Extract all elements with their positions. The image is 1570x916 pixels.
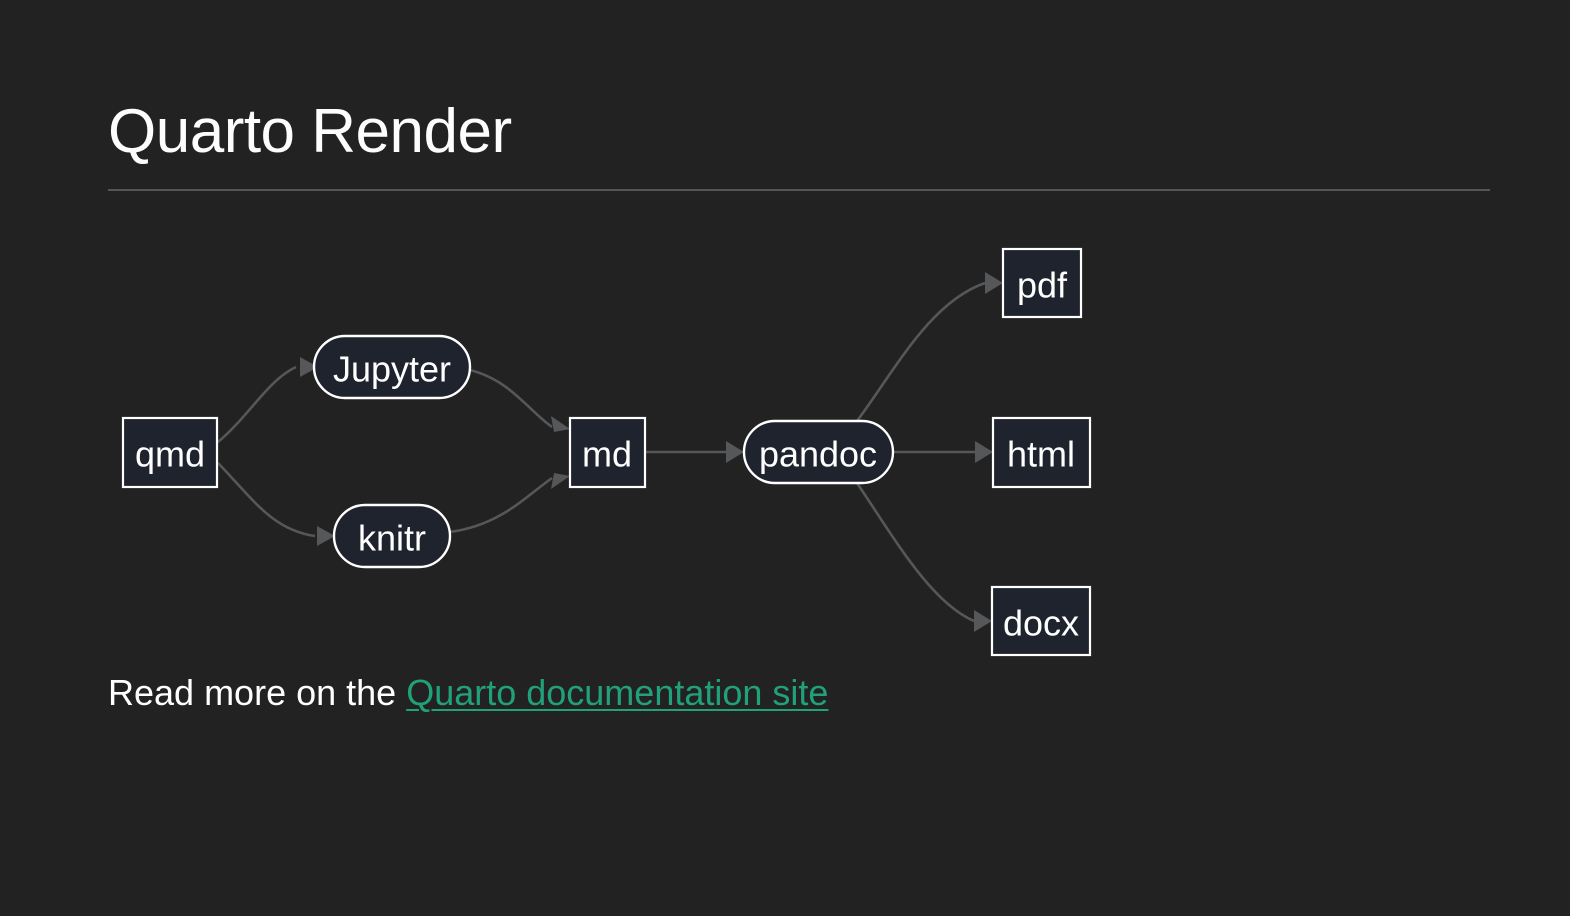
node-label: qmd xyxy=(135,434,205,475)
page-title: Quarto Render xyxy=(108,97,512,166)
edge-md-to-pandoc xyxy=(645,441,744,463)
edge-qmd-to-knitr xyxy=(217,462,335,546)
arrowhead-icon xyxy=(975,441,993,463)
node-label: Jupyter xyxy=(333,349,451,390)
arrowhead-icon xyxy=(551,416,570,432)
footnote: Read more on the Quarto documentation si… xyxy=(108,672,828,714)
node-label: docx xyxy=(1003,603,1079,644)
title-divider xyxy=(108,189,1490,191)
node-label: md xyxy=(582,434,632,475)
edge-qmd-to-jupyter xyxy=(217,357,318,443)
node-label: pdf xyxy=(1017,265,1068,306)
node-shape-rectangle xyxy=(1001,247,1083,319)
diagram-node-jupyter[interactable]: Jupyter xyxy=(312,334,472,400)
edge-path xyxy=(855,482,975,623)
quarto-documentation-link[interactable]: Quarto documentation site xyxy=(406,672,829,713)
arrowhead-icon xyxy=(726,441,744,463)
edge-pandoc-to-html xyxy=(893,441,993,463)
diagram-node-qmd[interactable]: qmd xyxy=(121,416,219,489)
node-shape-stadium xyxy=(312,334,472,400)
node-shape-rectangle xyxy=(991,416,1092,489)
footnote-lead-text: Read more on the xyxy=(108,672,407,713)
edge-pandoc-to-docx xyxy=(855,482,992,632)
node-shape-stadium xyxy=(332,503,452,569)
node-label: html xyxy=(1007,434,1075,475)
edge-path xyxy=(855,281,986,422)
diagram-node-knitr[interactable]: knitr xyxy=(332,503,452,569)
arrowhead-icon xyxy=(300,357,318,377)
edge-path xyxy=(469,368,553,429)
node-shape-rectangle xyxy=(121,416,219,489)
render-pipeline-diagram: qmd Jupyter knitr md pandoc pdf xyxy=(0,210,1570,670)
diagram-node-md[interactable]: md xyxy=(568,416,647,489)
edge-jupyter-to-md xyxy=(469,368,570,432)
arrowhead-icon xyxy=(974,610,992,632)
diagram-node-pdf[interactable]: pdf xyxy=(1001,247,1083,319)
diagram-node-pandoc[interactable]: pandoc xyxy=(742,419,895,485)
edge-pandoc-to-pdf xyxy=(855,272,1003,422)
edge-path xyxy=(217,462,316,538)
diagram-node-docx[interactable]: docx xyxy=(990,585,1092,657)
edge-path xyxy=(449,476,553,534)
node-shape-rectangle xyxy=(568,416,647,489)
node-label: pandoc xyxy=(759,434,877,475)
arrowhead-icon xyxy=(317,526,335,546)
arrowhead-icon xyxy=(551,473,570,489)
edge-path xyxy=(217,365,297,443)
arrowhead-icon xyxy=(985,272,1003,294)
edge-knitr-to-md xyxy=(449,473,570,534)
node-shape-stadium xyxy=(742,419,895,485)
diagram-node-html[interactable]: html xyxy=(991,416,1092,489)
node-label: knitr xyxy=(358,518,426,559)
node-shape-rectangle xyxy=(990,585,1092,657)
